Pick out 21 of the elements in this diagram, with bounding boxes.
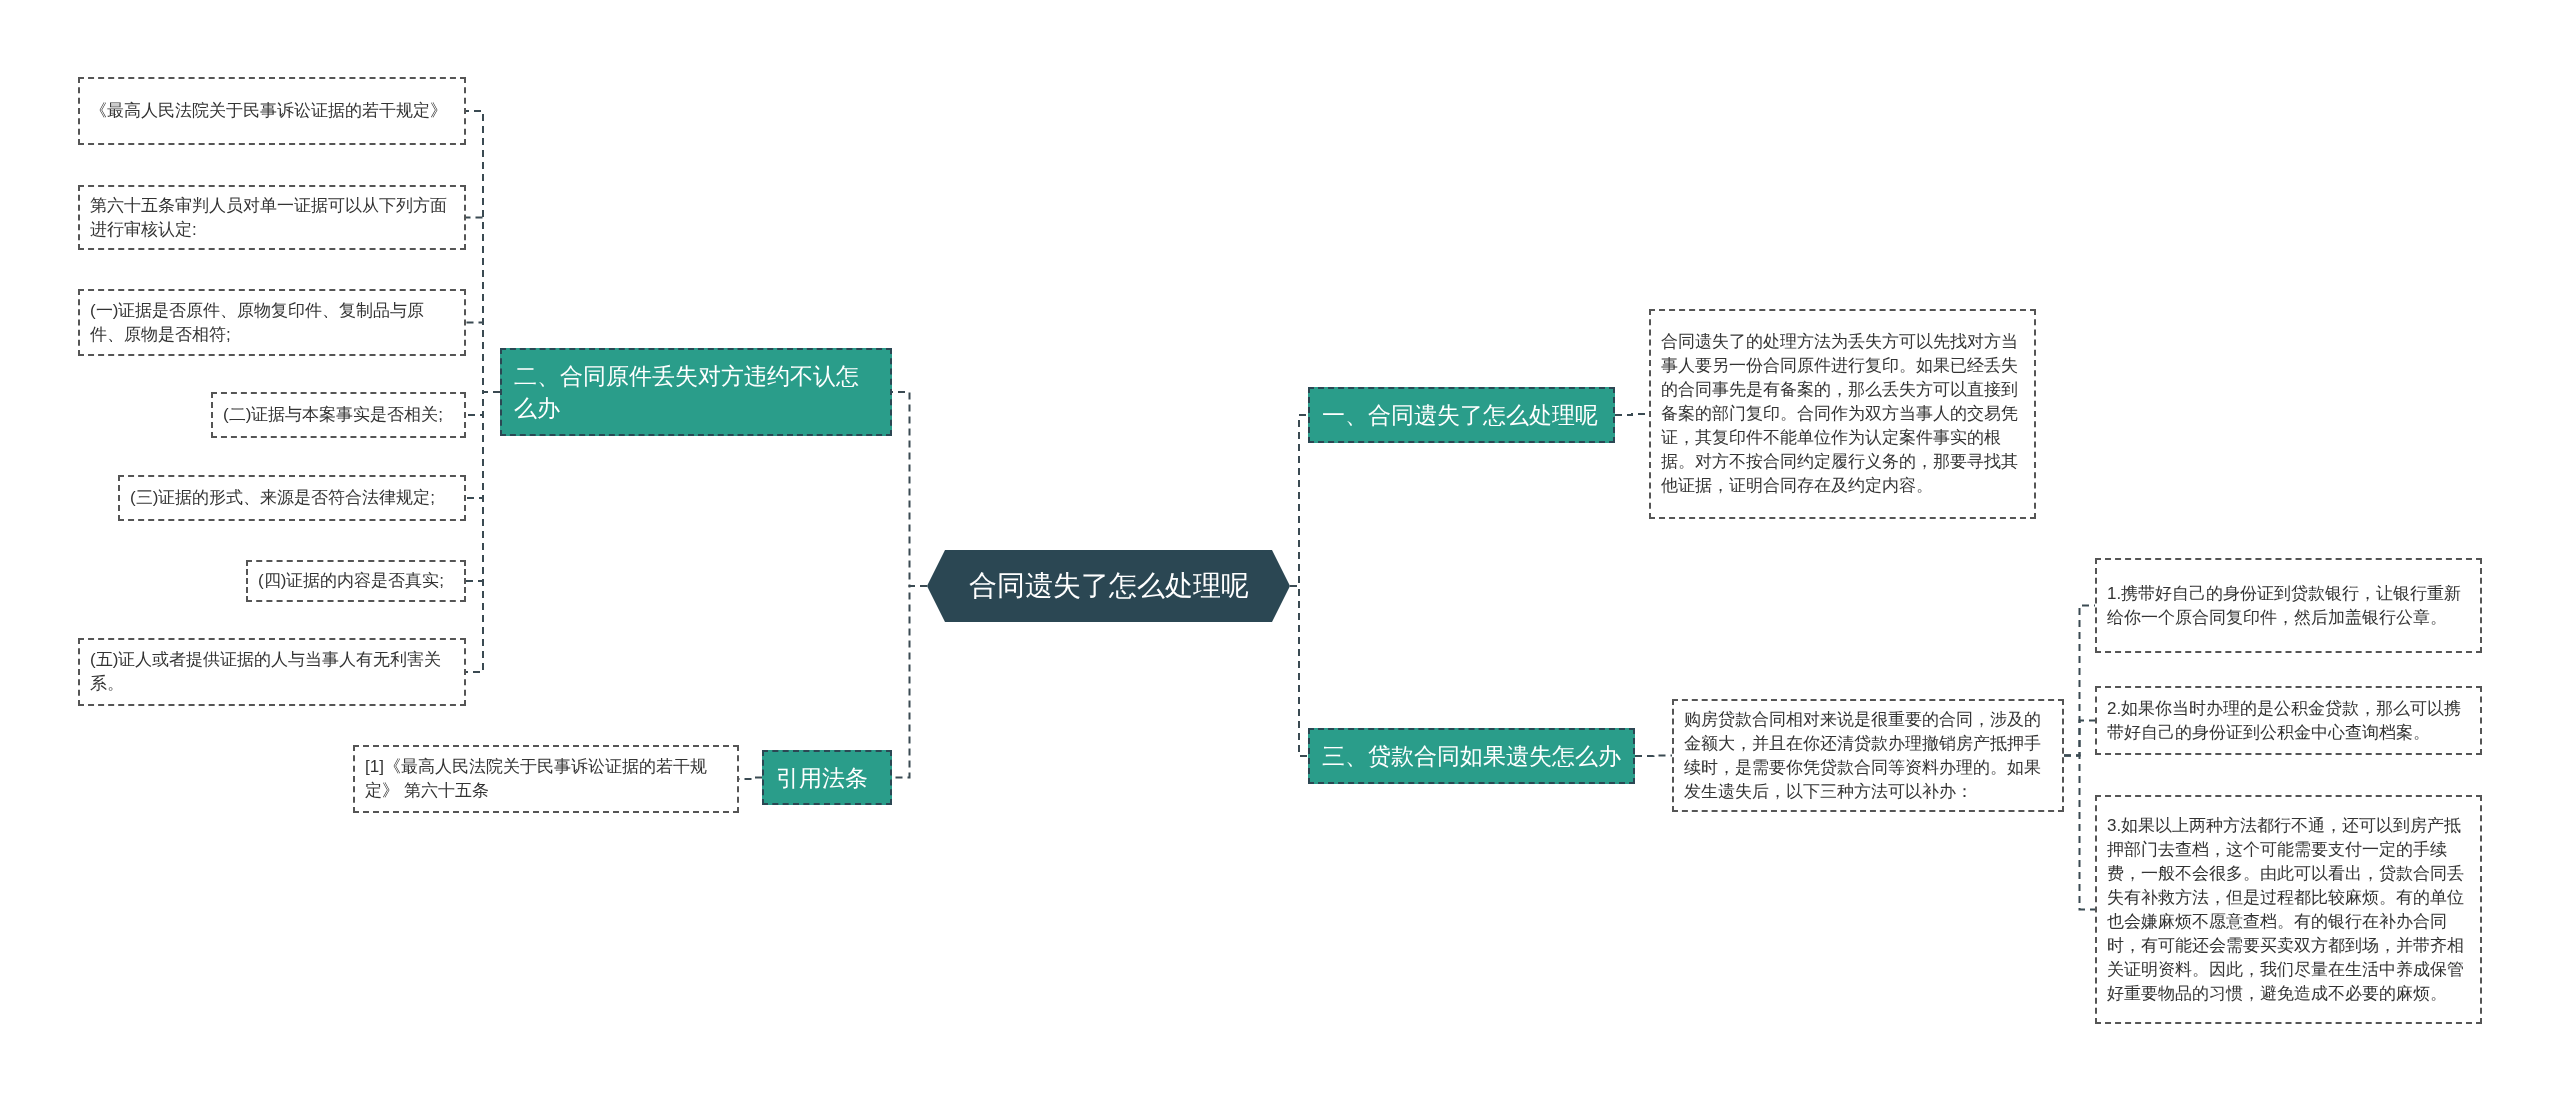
topic-box: 二、合同原件丢失对方违约不认怎么办 xyxy=(500,348,892,436)
text-box: (三)证据的形式、来源是否符合法律规定; xyxy=(118,475,466,521)
connector xyxy=(1289,585,1309,757)
text-box: 3.如果以上两种方法都行不通，还可以到房产抵押部门去查档，这个可能需要支付一定的手续费，一般不会很多。由此可以看出，贷款合同丢失有补救方法，但是过程都比较麻烦。有的单位也会嫌麻烦不愿意查档。有的银行在补办合同时，有可能还会需要买卖双方都到场，并带齐相关证明资料。因此，我们尽量在生活中养成保管好重要物品的习惯，避免造成不必要的麻烦。 xyxy=(2095,795,2482,1024)
text-box: (二)证据与本案事实是否相关; xyxy=(211,392,466,438)
text-box: 1.携带好自己的身份证到贷款银行，让银行重新给你一个原合同复印件，然后加盖银行公章。 xyxy=(2095,558,2482,653)
connector xyxy=(1634,754,1673,757)
text-box: (四)证据的内容是否真实; xyxy=(246,560,466,602)
topic-box: 引用法条 xyxy=(762,750,892,805)
topic-box: 三、贷款合同如果遗失怎么办 xyxy=(1308,728,1635,784)
text-box: 2.如果你当时办理的是公积金贷款，那么可以携带好自己的身份证到公积金中心查询档案。 xyxy=(2095,686,2482,755)
text-box: (五)证人或者提供证据的人与当事人有无利害关系。 xyxy=(78,638,466,706)
topic-box: 一、合同遗失了怎么处理呢 xyxy=(1308,387,1615,443)
connector xyxy=(2063,754,2096,911)
text-box: (一)证据是否原件、原物复印件、复制品与原件、原物是否相符; xyxy=(78,289,466,356)
text-box: 第六十五条审判人员对单一证据可以从下列方面进行审核认定: xyxy=(78,185,466,250)
text-box: 合同遗失了的处理方法为丢失方可以先找对方当事人要另一份合同原件进行复印。如果已经丢失的合同事先是有备案的，那么丢失方可以直接到备案的部门复印。合同作为双方当事人的交易凭证，其复印件不能单位作为认定案件事实的根据。对方不按合同约定履行义务的，那要寻找其他证据，证明合同存在及约定内容。 xyxy=(1649,309,2036,519)
text-box: 购房贷款合同相对来说是很重要的合同，涉及的金额大，并且在你还清贷款办理撤销房产抵押手续时，是需要你凭贷款合同等资料办理的。如果发生遗失后，以下三种方法可以补办： xyxy=(1672,699,2064,812)
text-box: 《最高人民法院关于民事诉讼证据的若干规定》 xyxy=(78,77,466,145)
text-box: [1]《最高人民法院关于民事诉讼证据的若干规定》 第六十五条 xyxy=(353,745,739,813)
central-topic: 合同遗失了怎么处理呢 xyxy=(927,550,1290,622)
